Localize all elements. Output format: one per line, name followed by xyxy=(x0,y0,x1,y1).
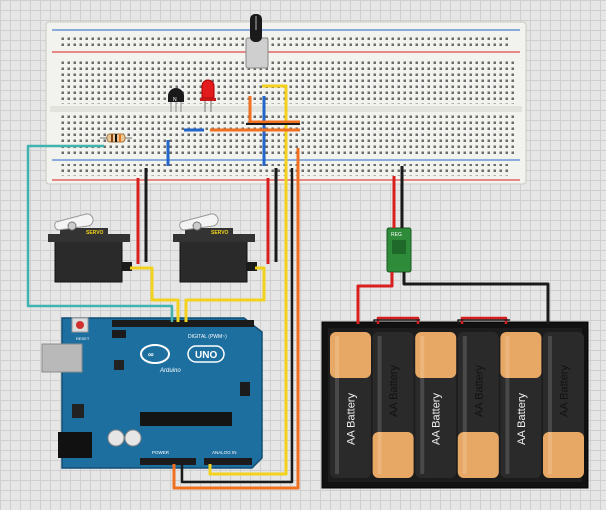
servo-left: SERVO xyxy=(48,213,132,283)
battery-cells: AA Battery AA Battery AA Battery AA Battery… xyxy=(330,332,584,478)
microcontroller-chip xyxy=(140,412,232,426)
transistor: N xyxy=(168,88,184,112)
digital-label: DIGITAL (PWM~) xyxy=(188,334,227,340)
uno-logo-text: UNO xyxy=(195,350,217,361)
battery-cell-label: AA Battery xyxy=(559,365,571,417)
digital-header xyxy=(112,320,254,327)
regulator-label: REG xyxy=(391,232,402,238)
servo-left-connector xyxy=(122,262,132,271)
svg-text:∞: ∞ xyxy=(148,350,154,359)
wire-cell-link-2 xyxy=(460,316,508,324)
wire-teal-signal xyxy=(26,144,174,322)
usb-port xyxy=(41,343,83,373)
wire-servo-right-signal xyxy=(184,266,266,322)
wire-ground-black xyxy=(180,168,294,484)
jumper-orange-2 xyxy=(248,96,300,124)
battery-cell: AA Battery xyxy=(415,332,457,478)
battery-cell: AA Battery xyxy=(457,332,499,478)
transistor-label: N xyxy=(173,97,177,103)
power-label: POWER xyxy=(152,450,170,455)
power-jack xyxy=(58,432,92,458)
servo-right-label: SERVO xyxy=(211,230,229,236)
power-header xyxy=(140,458,196,465)
battery-cell-label: AA Battery xyxy=(346,393,358,445)
analog-label: ANALOG IN xyxy=(212,450,237,455)
voltage-regulator: REG xyxy=(386,227,412,273)
battery-cell-label: AA Battery xyxy=(516,393,528,445)
potentiometer[interactable] xyxy=(245,14,269,69)
battery-cell: AA Battery xyxy=(330,332,371,478)
battery-cell-label: AA Battery xyxy=(473,365,485,417)
battery-cell-label: AA Battery xyxy=(431,393,443,445)
battery-cell: AA Battery xyxy=(372,332,414,478)
wire-servo-left-signal xyxy=(130,266,180,322)
servo-right: SERVO xyxy=(173,213,257,283)
resistor xyxy=(100,133,132,143)
wire-pot-signal xyxy=(208,84,288,476)
capacitor-right xyxy=(124,429,142,447)
wire-5v-orange xyxy=(172,148,300,490)
arduino-brand-text: Arduino xyxy=(159,368,181,374)
wire-battery-black xyxy=(402,272,550,324)
arduino-uno-board: RESET DIGITAL (PWM~) ∞ UNO Arduino POWER… xyxy=(41,317,263,469)
analog-header xyxy=(204,458,252,465)
battery-cell: AA Battery xyxy=(543,332,584,478)
battery-cell-label: AA Battery xyxy=(388,365,400,417)
wire-battery-red xyxy=(356,272,394,324)
servo-left-label: SERVO xyxy=(86,230,104,236)
servo-right-connector xyxy=(247,262,257,271)
wire-cell-link-1 xyxy=(376,316,420,324)
wires xyxy=(26,84,550,490)
capacitor-left xyxy=(107,429,125,447)
arduino-logo-icon xyxy=(140,344,170,364)
led xyxy=(200,79,216,112)
battery-cell: AA Battery xyxy=(500,332,542,478)
reset-button[interactable] xyxy=(76,321,84,329)
reset-label: RESET xyxy=(76,336,90,341)
